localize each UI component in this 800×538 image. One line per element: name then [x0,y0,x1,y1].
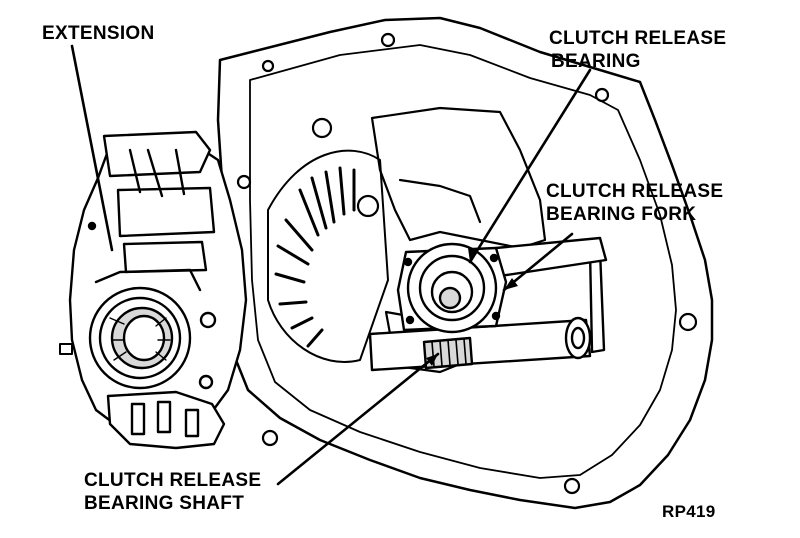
extension-lower-bracket [106,390,226,450]
release-bearing-shaft-label-line1: CLUTCH RELEASE [84,470,262,491]
release-bearing-label-line2: BEARING [551,51,641,72]
leader-extension [70,44,114,252]
release-bearing-fork-label-line2: BEARING FORK [546,204,697,225]
release-bearing-label-line1: CLUTCH RELEASE [549,28,727,49]
release-bearing-shaft-label-line2: BEARING SHAFT [84,493,245,514]
extension-output-seal [88,286,192,390]
release-bearing-shaft [368,248,606,372]
extension-label-text: EXTENSION [42,23,155,44]
bell-housing-outline [216,16,714,510]
figure-code-text: RP419 [662,502,716,521]
figure-code: RP419 [662,500,715,523]
leader-release-bearing-shaft [276,352,440,486]
extension-label: EXTENSION [42,22,155,45]
release-bearing-label: CLUTCH RELEASE BEARING [549,27,726,73]
bell-housing-inner-rim [249,44,677,479]
release-bearing-fork-label-line1: CLUTCH RELEASE [546,181,724,202]
callout-leaders [70,44,592,486]
release-bearing-shaft-label: CLUTCH RELEASE BEARING SHAFT [84,469,261,515]
leader-release-bearing-fork [502,232,574,292]
drain-plug [59,343,73,355]
release-bearing [403,242,501,334]
leader-release-bearing [468,68,592,264]
release-bearing-fork-label: CLUTCH RELEASE BEARING FORK [546,180,723,226]
clutch-cover-area [267,149,389,363]
callout-arrowheads [426,248,518,366]
